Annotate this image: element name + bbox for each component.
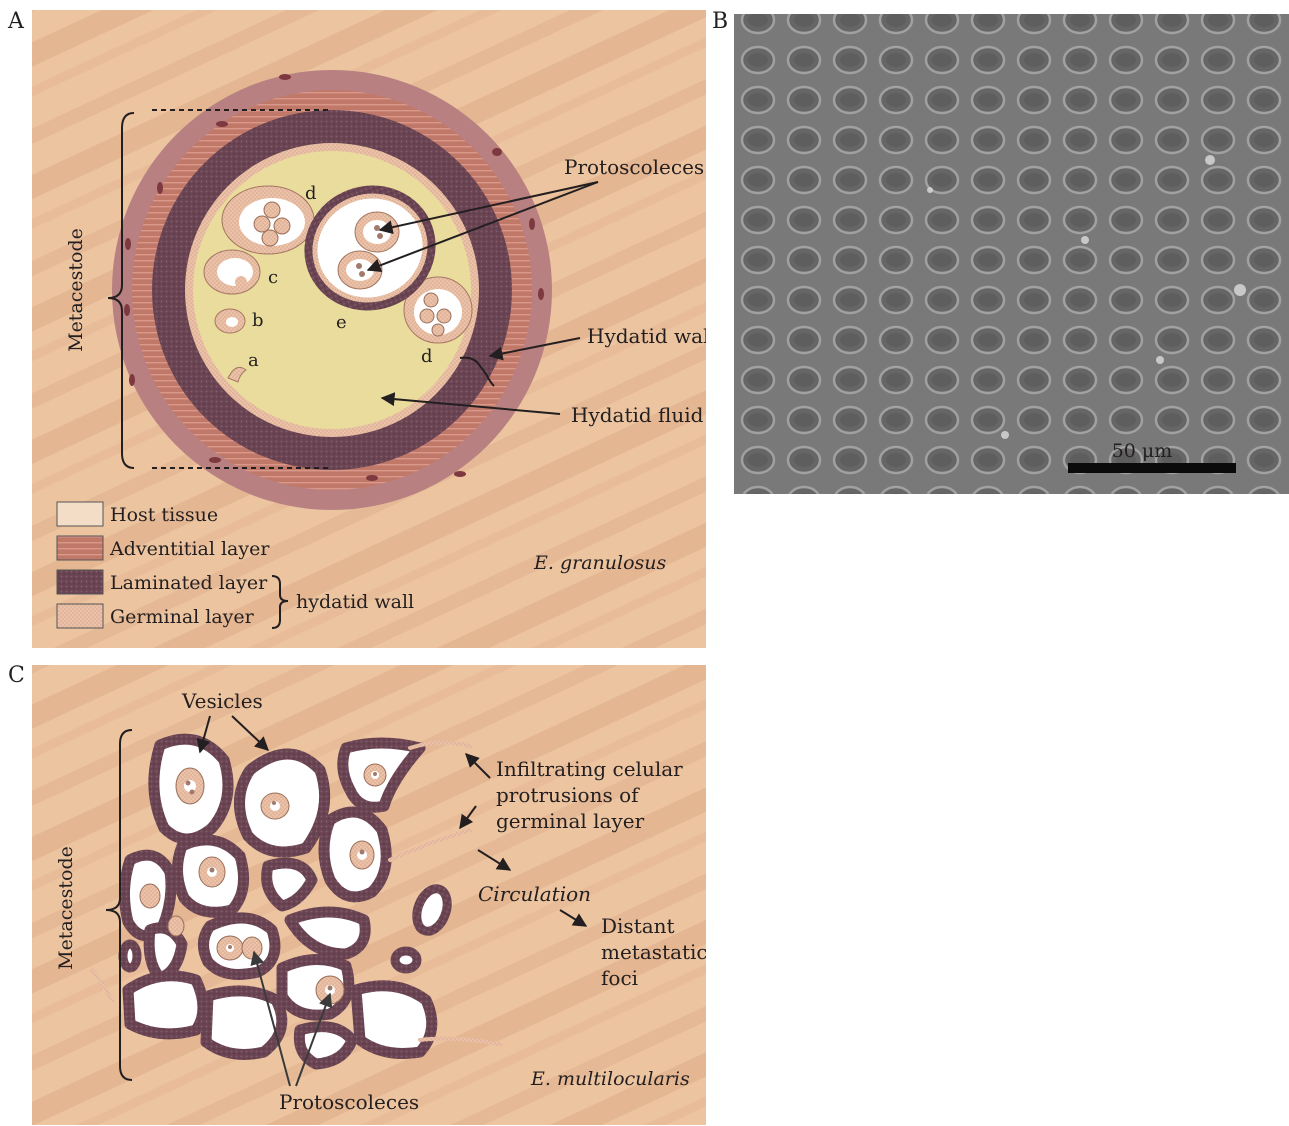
stage-letter-a: a: [248, 350, 259, 371]
infiltrating-line-1: Infiltrating celular: [496, 757, 683, 781]
panel-c: Metacestode Vesicles Infiltrating celula…: [32, 665, 708, 1125]
stage-letter-c: c: [268, 267, 278, 288]
stage-letter-b: b: [252, 310, 264, 331]
legend-host-tissue: Host tissue: [110, 504, 218, 526]
legend-swatch-germinal: [57, 604, 103, 628]
circulation-label: Circulation: [478, 882, 591, 906]
legend-swatch-host: [57, 502, 103, 526]
panel-letter-a: A: [7, 9, 25, 34]
legend-hydatid-wall-group: hydatid wall: [296, 591, 414, 613]
vesicle: [123, 944, 137, 968]
legend-laminated: Laminated layer: [110, 572, 268, 594]
protoscoleces-label-c: Protoscoleces: [279, 1090, 419, 1114]
species-label-a: E. granulosus: [533, 552, 666, 574]
panel-letter-b: B: [712, 9, 728, 34]
distant-line-3: foci: [601, 966, 638, 990]
legend-swatch-adventitial: [57, 536, 103, 560]
legend-adventitial: Adventitial layer: [109, 538, 270, 560]
metacestode-label-a: Metacestode: [65, 228, 87, 352]
panel-a: a b c d d e Metacestode Protoscoleces Hy…: [32, 10, 716, 648]
vesicle: [356, 986, 432, 1054]
hydatid-fluid-label: Hydatid fluid: [571, 403, 704, 427]
distant-line-1: Distant: [601, 914, 675, 938]
stage-letter-d-top: d: [305, 183, 317, 204]
stage-letter-d-right: d: [421, 346, 433, 367]
infiltrating-line-3: germinal layer: [496, 809, 645, 833]
stage-letter-e: e: [336, 312, 347, 333]
hydatid-wall-label: Hydatid wall: [587, 324, 716, 348]
metacestode-label-c: Metacestode: [55, 846, 77, 970]
brood-capsule-d-top: [222, 186, 314, 254]
legend-germinal: Germinal layer: [110, 606, 255, 628]
brood-capsule-c: [204, 250, 260, 294]
brood-capsule-b: [215, 309, 245, 333]
scale-bar-label: 50 μm: [1112, 440, 1173, 462]
distant-line-2: metastatic: [601, 940, 708, 964]
vesicles-label: Vesicles: [181, 689, 263, 713]
panel-letter-c: C: [8, 663, 25, 688]
vesicle: [128, 976, 203, 1034]
vesicle: [206, 991, 282, 1055]
legend-swatch-laminated: [57, 570, 103, 594]
scale-bar: [1068, 463, 1236, 473]
vesicle: [395, 951, 417, 969]
protoscoleces-label-a: Protoscoleces: [564, 155, 704, 179]
panel-b-sem-image: 50 μm: [734, 14, 1289, 494]
infiltrating-line-2: protrusions of: [496, 783, 640, 807]
species-label-c: E. multilocularis: [530, 1068, 690, 1090]
